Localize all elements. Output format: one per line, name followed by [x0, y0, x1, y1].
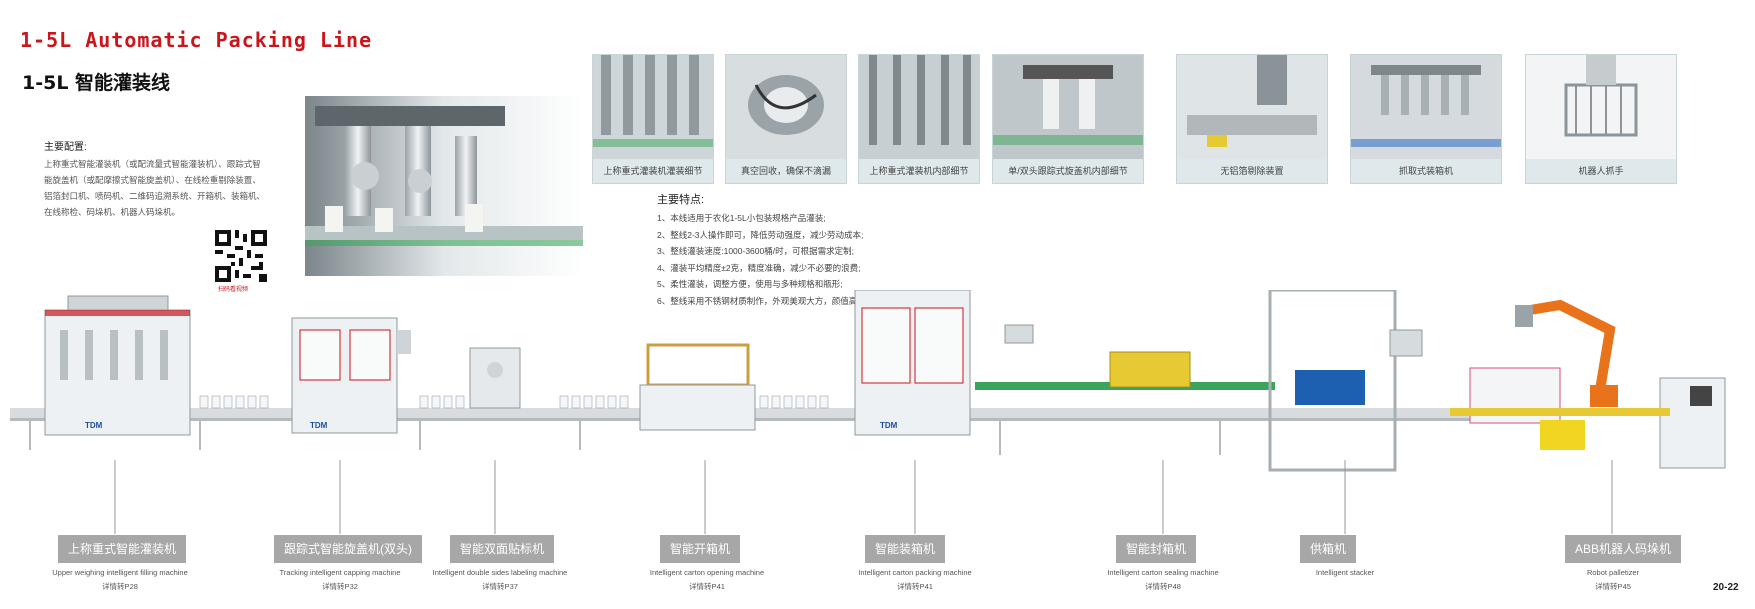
machine-en-labeling: Intelligent double sides labeling machin… — [432, 568, 568, 577]
thumbnail-grab-packer[interactable]: 抓取式装箱机 — [1350, 54, 1502, 184]
machine-en-carton-sealing: Intelligent carton sealing machine — [1107, 568, 1219, 577]
title-english: 1-5L Automatic Packing Line — [20, 28, 373, 52]
thumbnail-capping-internal[interactable]: 单/双头跟踪式旋盖机内部细节 — [992, 54, 1144, 184]
thumbnail-caption: 上称重式灌装机灌装细节 — [593, 159, 713, 183]
machine-ref-labeling: 详情转P37 — [482, 582, 518, 591]
machine-en-carton-packing: Intelligent carton packing machine — [858, 568, 972, 577]
thumbnail-no-foil-reject[interactable]: 无铝箔剔除装置 — [1176, 54, 1328, 184]
features-heading: 主要特点: — [657, 194, 705, 206]
feature-item: 2、整线2-3人操作即可，降低劳动强度，减少劳动成本; — [657, 229, 864, 240]
thumbnail-caption: 上称重式灌装机内部细节 — [859, 159, 979, 183]
config-line: 上称重式智能灌装机（或配流量式智能灌装机）、跟踪式智 — [44, 159, 261, 169]
config-line: 铝箔封口机、喷码机、二维码追溯系统、开箱机、装箱机、 — [44, 191, 266, 201]
machine-ref-carton-packing: 详情转P41 — [897, 582, 933, 591]
svg-text:TDM: TDM — [880, 421, 898, 430]
page-number: 20-22 — [1713, 582, 1739, 593]
machine-label-capping[interactable]: 跟踪式智能旋盖机(双头) — [274, 535, 422, 563]
machine-label-filling[interactable]: 上称重式智能灌装机 — [58, 535, 187, 563]
thumbnail-vacuum[interactable]: 真空回收，确保不滴漏 — [725, 54, 847, 184]
production-line-illustration: TDM TDM TDM — [10, 290, 1726, 472]
feature-item: 3、整线灌装速度:1000-3600桶/时，可根据需求定制; — [657, 246, 854, 256]
config-text: 上称重式智能灌装机（或配流量式智能灌装机）、跟踪式智 能旋盖机（或配摩擦式智能旋… — [44, 156, 294, 220]
config-line: 能旋盖机（或配摩擦式智能旋盖机）、在线检重剔除装置、 — [44, 175, 261, 185]
machine-ref-filling: 详情转P28 — [102, 582, 138, 591]
hero-machine-image — [305, 96, 583, 276]
thumbnail-caption: 无铝箔剔除装置 — [1177, 159, 1327, 183]
thumbnail-filling-detail[interactable]: 上称重式灌装机灌装细节 — [592, 54, 714, 184]
thumbnail-robot-gripper[interactable]: 机器人抓手 — [1525, 54, 1677, 184]
machine-label-carton-packing[interactable]: 智能装箱机 — [865, 535, 946, 563]
thumbnail-caption: 真空回收，确保不滴漏 — [726, 159, 846, 183]
feature-item: 4、灌装平均精度±2克，精度准确，减少不必要的浪费; — [657, 262, 861, 273]
machine-en-carton-opening: Intelligent carton opening machine — [649, 568, 765, 577]
machine-ref-robot-palletizer: 详情转P45 — [1595, 582, 1631, 591]
machine-label-robot-palletizer[interactable]: ABB机器人码垛机 — [1565, 535, 1682, 563]
title-chinese: 1-5L 智能灌装线 — [22, 72, 171, 94]
machine-ref-carton-opening: 详情转P41 — [689, 582, 725, 591]
features-list: 1、本线适用于农化1-5L小包装规格产品灌装; 2、整线2-3人操作即可，降低劳… — [657, 210, 925, 309]
config-heading: 主要配置: — [44, 142, 87, 153]
thumbnail-caption: 抓取式装箱机 — [1351, 159, 1501, 183]
thumbnail-filling-internal[interactable]: 上称重式灌装机内部细节 — [858, 54, 980, 184]
machine-label-stacker[interactable]: 供箱机 — [1300, 535, 1357, 563]
machine-en-filling: Upper weighing intelligent filling machi… — [52, 568, 188, 577]
machine-label-labeling[interactable]: 智能双面贴标机 — [450, 535, 555, 563]
config-line: 在线称检、码垛机、机器人码垛机。 — [44, 207, 181, 217]
machine-ref-capping: 详情转P32 — [322, 582, 358, 591]
machine-en-capping: Tracking intelligent capping machine — [279, 568, 401, 577]
leader-lines — [114, 460, 1613, 534]
machine-en-stacker: Intelligent stacker — [1315, 568, 1375, 577]
machine-label-carton-sealing[interactable]: 智能封箱机 — [1116, 535, 1197, 563]
svg-text:TDM: TDM — [85, 421, 103, 430]
thumbnail-caption: 机器人抓手 — [1526, 159, 1676, 183]
thumbnail-caption: 单/双头跟踪式旋盖机内部细节 — [993, 159, 1143, 183]
feature-item: 1、本线适用于农化1-5L小包装规格产品灌装; — [657, 213, 826, 223]
svg-text:TDM: TDM — [310, 421, 328, 430]
feature-item: 6、整线采用不锈钢材质制作，外观美观大方，颜值高，客户参观看点。 — [657, 295, 926, 306]
feature-item: 5、柔性灌装，调整方便，使用与多种规格和瓶形; — [657, 279, 843, 289]
machine-ref-carton-sealing: 详情转P48 — [1145, 582, 1181, 591]
qr-caption: 扫码看视频 — [218, 287, 249, 293]
machine-label-carton-opening[interactable]: 智能开箱机 — [660, 535, 741, 563]
machine-en-robot-palletizer: Robot palletizer — [1586, 568, 1640, 577]
qr-code[interactable] — [215, 230, 267, 282]
